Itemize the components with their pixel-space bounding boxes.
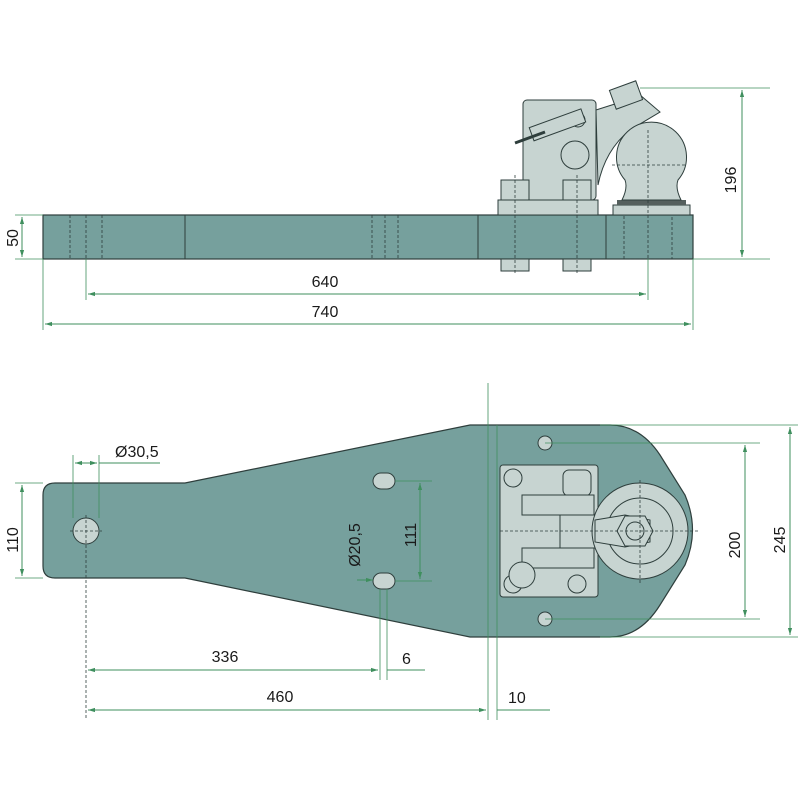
bracket-base xyxy=(497,199,599,216)
side-plate xyxy=(42,214,694,260)
dim-336: 336 xyxy=(212,649,239,666)
dim-460: 460 xyxy=(267,689,294,706)
top-view xyxy=(42,424,700,720)
lever xyxy=(595,94,661,186)
dim-196: 196 xyxy=(723,167,740,194)
dim-d20-5: Ø20,5 xyxy=(347,523,364,567)
gear-icon xyxy=(560,140,590,170)
side-view xyxy=(42,80,694,275)
dim-200: 200 xyxy=(727,532,744,559)
top-dimensions: Ø30,5 110 111 Ø20,5 200 245 336 6 460 10 xyxy=(5,383,798,720)
dim-50: 50 xyxy=(5,229,22,247)
ball-base xyxy=(612,204,691,216)
dim-245: 245 xyxy=(772,527,789,554)
side-dimensions: 50 196 640 740 xyxy=(5,87,770,330)
dim-640: 640 xyxy=(312,274,339,291)
dim-d30-5: Ø30,5 xyxy=(115,444,159,461)
dim-6: 6 xyxy=(402,651,411,668)
dim-111: 111 xyxy=(403,523,420,547)
slot-upper xyxy=(372,472,396,490)
dim-10: 10 xyxy=(508,690,526,707)
dim-740: 740 xyxy=(312,304,339,321)
handle xyxy=(608,80,644,110)
slot-lower xyxy=(372,572,396,590)
dim-110: 110 xyxy=(5,527,22,553)
tow-ball xyxy=(616,121,687,201)
